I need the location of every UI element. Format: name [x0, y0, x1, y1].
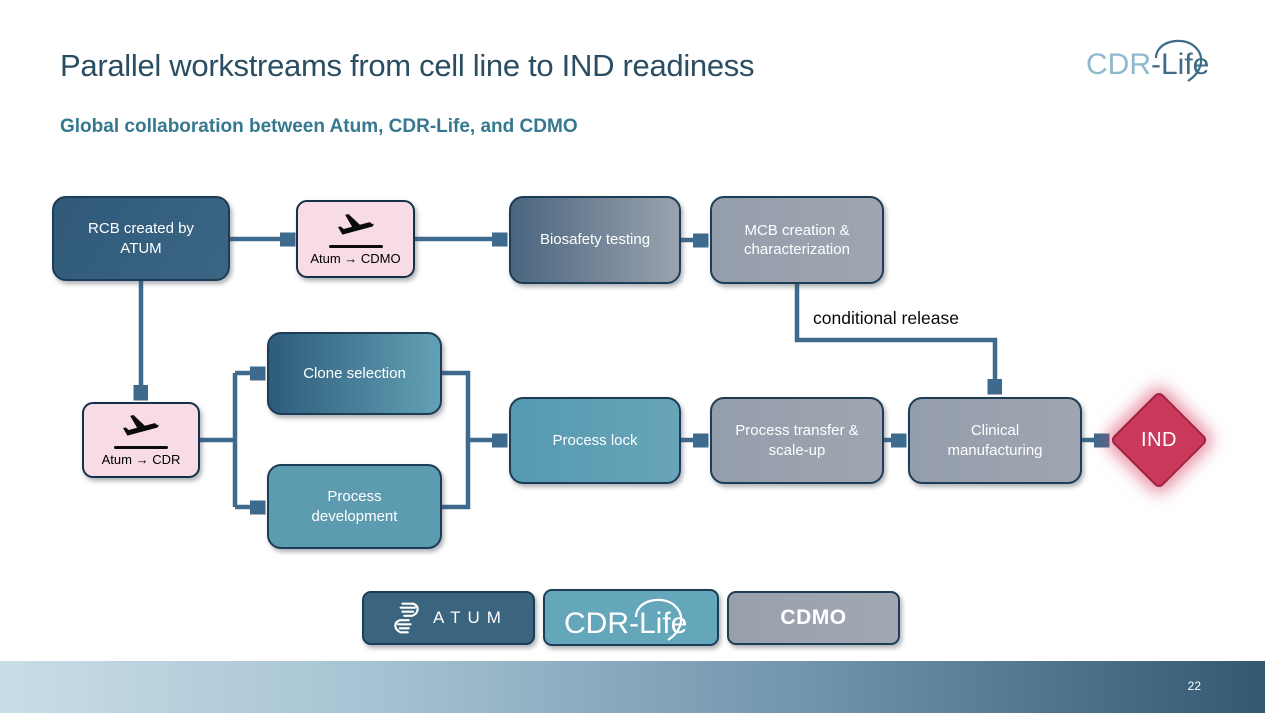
ind-milestone: IND [1109, 390, 1209, 490]
legend-cdr-life-logo-icon: CDR-Life [564, 598, 687, 641]
connector-clone-procdev-merge [442, 370, 471, 510]
cdr-life-logo-icon: CDR-Life [1086, 39, 1209, 82]
legend-atum: ATUM [362, 591, 535, 645]
legend-atum-label: ATUM [433, 608, 508, 627]
flow-node-biosafety-label: Biosafety testing [539, 231, 651, 249]
flow-node-process-development: Process development [267, 464, 442, 549]
svg-text:CDR-Life: CDR-Life [1086, 48, 1209, 81]
runway-line [328, 245, 383, 248]
flow-node-mcb: MCB creation & characterization [710, 196, 884, 284]
page-number: 22 [1187, 679, 1201, 693]
flow-node-clinical-manufacturing-label: Clinical manufacturing [947, 422, 1043, 459]
flow-node-rcb-label: RCB created by ATUM [88, 220, 194, 257]
footer-bar: 22 [0, 661, 1265, 713]
transfer-node-atum-cdr: Atum → CDR [82, 402, 200, 478]
atum-dna-icon [394, 602, 419, 634]
legend-cdmo-label: CDMO [780, 606, 847, 629]
runway-line [114, 446, 168, 449]
logo-text-life: -Life [1151, 48, 1209, 81]
plane-takeoff-icon [123, 415, 159, 436]
arrow-mcb-conditional-to-clinical [794, 284, 995, 389]
logo-text-cdr: CDR [1086, 48, 1151, 81]
flow-node-process-transfer-label: Process transfer & scale-up [735, 422, 859, 459]
transfer-label-atum-cdmo: Atum → CDMO [310, 251, 401, 266]
connector-transfer-cdr-split [200, 373, 238, 507]
page-subtitle: Global collaboration between Atum, CDR-L… [60, 116, 578, 137]
legend-cdmo: CDMO [727, 591, 900, 645]
flow-node-clone-selection-label: Clone selection [303, 364, 406, 382]
flow-node-process-transfer: Process transfer & scale-up [710, 397, 884, 484]
flow-node-process-development-label: Process development [311, 488, 398, 525]
ind-label: IND [1141, 428, 1177, 451]
flow-node-rcb: RCB created by ATUM [52, 196, 230, 281]
transfer-label-atum-cdr: Atum → CDR [101, 452, 181, 467]
legend-cdr-life: CDR-Life [543, 589, 719, 646]
flow-node-biosafety: Biosafety testing [509, 196, 681, 284]
conditional-release-annotation: conditional release [813, 308, 959, 328]
flow-node-mcb-label: MCB creation & characterization [744, 221, 850, 259]
flow-node-clone-selection: Clone selection [267, 332, 442, 415]
flow-node-process-lock: Process lock [509, 397, 681, 484]
page-title: Parallel workstreams from cell line to I… [60, 48, 755, 83]
legend-cdr-life-label: CDR-Life [564, 607, 687, 640]
cdr-life-logo: CDR-Life [1086, 34, 1218, 84]
plane-takeoff-icon [337, 214, 374, 235]
flow-node-process-lock-label: Process lock [552, 431, 638, 449]
transfer-node-atum-cdmo: Atum → CDMO [296, 200, 415, 278]
flow-node-clinical-manufacturing: Clinical manufacturing [908, 397, 1082, 484]
